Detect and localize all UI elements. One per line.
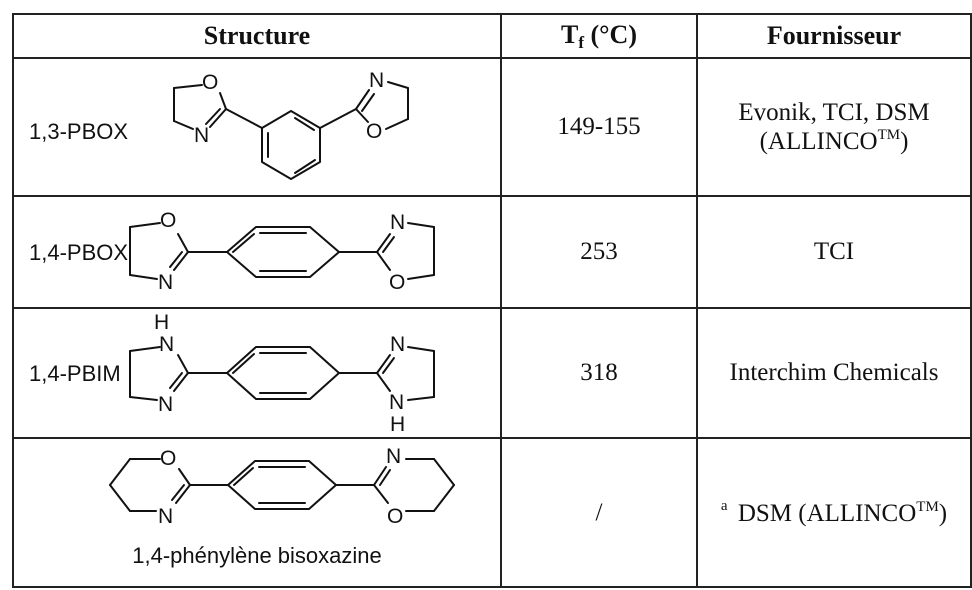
atom-h-bottom: H [390, 413, 405, 436]
structure-cell: O N N O 1,4-phénylène bisoxazine [12, 437, 502, 588]
tf-value: 149-155 [557, 113, 641, 140]
atom-o-left: O [160, 209, 176, 232]
atom-h-top: H [154, 311, 169, 334]
supplier-main: DSM (ALLINCO [731, 499, 917, 527]
compounds-table: Structure Tf (°C) Fournisseur 1,3-PBOX [12, 13, 972, 588]
atom-n-right-bottom: N [389, 391, 404, 414]
supplier-cell: TCI [696, 195, 972, 309]
header-structure: Structure [12, 13, 502, 59]
compound-label: 1,3-PBOX [29, 119, 128, 144]
tf-cell: 149-155 [500, 57, 698, 197]
header-tf-unit: (°C) [584, 19, 638, 49]
supplier-value: TCI [813, 238, 855, 265]
compound-label: 1,4-PBOX [29, 240, 128, 265]
atom-o-right: O [366, 120, 382, 143]
tf-cell: 318 [500, 307, 698, 439]
atom-n-right: N [369, 69, 384, 92]
atom-n-left-top: N [159, 333, 174, 356]
header-tf-symbol: T [560, 19, 579, 49]
supplier-cell: Evonik, TCI, DSM (ALLINCOTM) [696, 57, 972, 197]
atom-n-left: N [158, 505, 173, 528]
table-row: O N N O 1,4-phénylène bisoxazine / a DSM… [12, 437, 972, 588]
supplier-open: (ALLINCO [759, 127, 878, 155]
structure-1-4-pbim: 1,4-PBIM H N N [29, 311, 435, 436]
table-row: 1,3-PBOX O N [12, 57, 972, 197]
header-row: Structure Tf (°C) Fournisseur [12, 13, 972, 59]
header-tf-subscript: f [578, 32, 584, 52]
structure-bisoxazine: O N N O 1,4-phénylène bisoxazine [109, 445, 455, 568]
supplier-line-1: Evonik, TCI, DSM [738, 98, 930, 126]
supplier-close: ) [938, 499, 948, 527]
header-supplier: Fournisseur [696, 13, 972, 59]
atom-o-left: O [202, 71, 218, 94]
supplier-value: a DSM (ALLINCOTM) [720, 497, 948, 527]
trademark-superscript: TM [916, 498, 939, 515]
trademark-superscript: TM [877, 126, 901, 143]
structure-1-4-pbox: 1,4-PBOX O N [29, 209, 435, 294]
atom-n-right-top: N [390, 333, 405, 356]
compound-label: 1,4-phénylène bisoxazine [132, 543, 382, 568]
atom-o-right: O [389, 271, 405, 294]
compound-label: 1,4-PBIM [29, 361, 121, 386]
tf-cell: / [500, 437, 698, 588]
tf-value: 253 [580, 238, 618, 265]
tf-value: 318 [580, 359, 618, 386]
structure-cell: 1,4-PBIM H N N [12, 307, 502, 439]
atom-n-left: N [194, 124, 209, 147]
structure-cell: 1,4-PBOX O N [12, 195, 502, 309]
table-row: 1,4-PBOX O N [12, 195, 972, 309]
atom-n-right: N [390, 211, 405, 234]
atom-n-right: N [386, 445, 401, 468]
table-row: 1,4-PBIM H N N [12, 307, 972, 439]
atom-n-left: N [158, 271, 173, 294]
structure-1-3-pbox: 1,3-PBOX O N [29, 69, 409, 180]
supplier-cell: Interchim Chemicals [696, 307, 972, 439]
supplier-value: Interchim Chemicals [729, 359, 939, 386]
tf-cell: 253 [500, 195, 698, 309]
footnote-marker: a [720, 497, 728, 514]
supplier-close: ) [900, 127, 909, 155]
supplier-cell: a DSM (ALLINCOTM) [696, 437, 972, 588]
structure-cell: 1,3-PBOX O N [12, 57, 502, 197]
tf-value: / [595, 498, 603, 526]
atom-o-left: O [160, 447, 176, 470]
atom-n-left-bottom: N [158, 393, 173, 416]
atom-o-right: O [387, 505, 403, 528]
header-tf: Tf (°C) [500, 13, 698, 59]
supplier-line-2: (ALLINCOTM) [698, 127, 970, 156]
